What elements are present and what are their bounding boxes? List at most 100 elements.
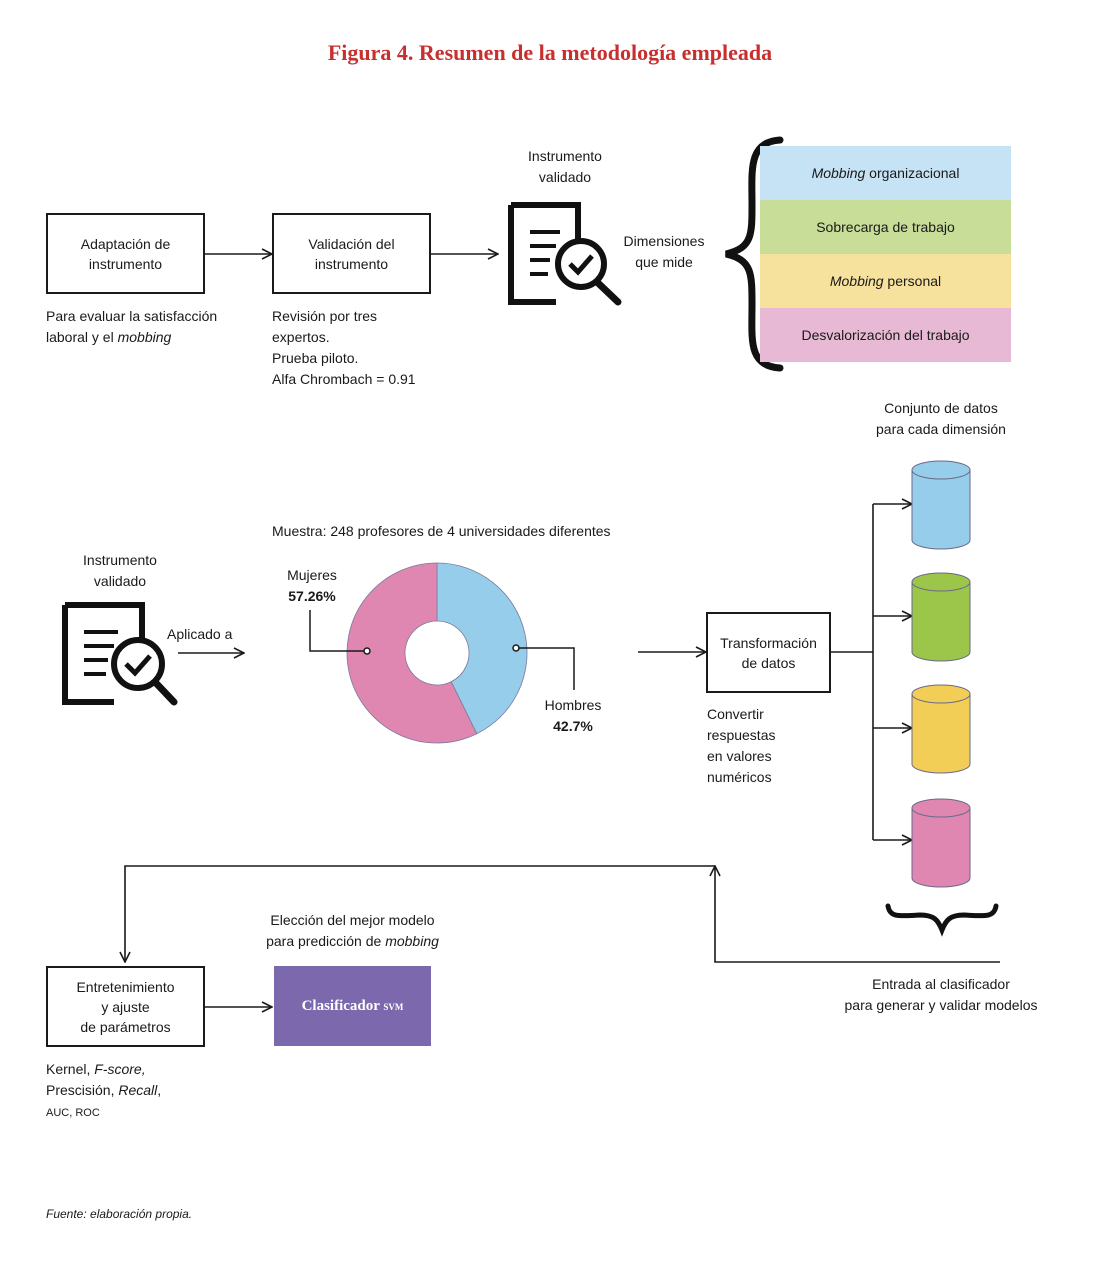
dataset-cylinder-4	[911, 798, 971, 888]
adaptation-note: Para evaluar la satisfacción laboral y e…	[46, 306, 217, 348]
validation-note-1: Revisión por tres	[272, 308, 378, 324]
women-leader-line	[309, 610, 367, 652]
classifier-input-line	[715, 866, 1000, 963]
best-model-line-1: Elección del mejor modelo	[270, 912, 435, 928]
men-label-text: Hombres	[544, 697, 602, 713]
dimension-4-text: Desvalorización del trabajo	[801, 327, 970, 343]
dimension-1-text: organizacional	[865, 165, 960, 181]
training-line-3: de parámetros	[80, 1018, 171, 1035]
transform-line-2: de datos	[741, 654, 796, 671]
women-label-text: Mujeres	[287, 567, 337, 583]
classifier-input-label: Entrada al clasificador para generar y va…	[830, 974, 1052, 1016]
training-line-2: y ajuste	[101, 998, 150, 1015]
dimensions-label: Dimensiones que mide	[618, 231, 710, 273]
training-box: Entretenimiento y ajuste de parámetros	[46, 966, 205, 1047]
training-note-precision: Prescisión,	[46, 1082, 119, 1098]
best-model-italic: mobbing	[385, 933, 439, 949]
dimensions-brace	[725, 136, 784, 372]
validation-note: Revisión por tres expertos. Prueba pilot…	[272, 306, 416, 390]
training-note-fscore: F-score,	[94, 1061, 146, 1077]
validation-line-1: Validación del	[308, 235, 395, 252]
dimension-sobrecarga: Sobrecarga de trabajo	[760, 200, 1011, 254]
sample-label: Muestra: 248 profesores de 4 universidad…	[272, 523, 611, 539]
validation-note-3: Prueba piloto.	[272, 350, 359, 366]
cylinder-body-1	[911, 469, 971, 550]
dimension-mobbing-organizacional: Mobbing organizacional	[760, 146, 1011, 200]
dataset-cylinder-1	[911, 460, 971, 550]
training-note-kernel: Kernel,	[46, 1061, 95, 1077]
women-pct: 57.26%	[288, 588, 336, 604]
donut-slice-hombres	[436, 562, 528, 735]
dimension-3-text: personal	[883, 273, 942, 289]
gender-donut-chart	[346, 562, 528, 744]
cylinder-body-3	[911, 693, 971, 774]
men-pct: 42.7%	[553, 718, 593, 734]
classifier-input-line-1: Entrada al clasificador	[872, 976, 1010, 992]
validation-note-2: expertos.	[272, 329, 330, 345]
document-search-icon	[508, 202, 622, 306]
cylinder-body-2	[911, 581, 971, 662]
cylinder-top-3	[911, 684, 971, 704]
cylinder-top-4	[911, 798, 971, 818]
dimensions-label-line-2: que mide	[635, 254, 693, 270]
classifier-input-line-2: para generar y validar modelos	[844, 997, 1038, 1013]
instrument-label-1: Instrumento validado	[505, 146, 625, 188]
dataset-label-line-2: para cada dimensión	[876, 421, 1006, 437]
adaptation-note-line-2: laboral y el	[46, 329, 118, 345]
validation-note-4: Alfa Chrombach = 0.91	[272, 371, 416, 387]
training-note-recall: Recall	[118, 1082, 158, 1098]
instrument-label-1-line-2: validado	[538, 169, 592, 185]
instrument-label-2-line-2: validado	[93, 573, 147, 589]
adaptation-line-2: instrumento	[88, 255, 163, 272]
dataset-label-line-1: Conjunto de datos	[884, 400, 998, 416]
instrument-label-1-line-1: Instrumento	[528, 148, 602, 164]
men-label: Hombres 42.7%	[530, 695, 616, 737]
dataset-cylinder-2	[911, 572, 971, 662]
transform-note-2: respuestas	[707, 727, 776, 743]
transform-note-3: en valores	[707, 748, 772, 764]
transform-note: Convertir respuestas en valores numérico…	[707, 704, 775, 788]
dataset-cylinder-3	[911, 684, 971, 774]
transform-note-4: numéricos	[707, 769, 772, 785]
men-leader-line	[516, 647, 575, 690]
transform-note-1: Convertir	[707, 706, 764, 722]
instrument-label-2-line-1: Instrumento	[83, 552, 157, 568]
loop-to-training	[125, 865, 715, 962]
dataset-cylinders	[911, 460, 971, 888]
training-note-comma: ,	[157, 1082, 162, 1098]
svm-acronym: svm	[383, 997, 404, 1013]
validation-box: Validación del instrumento	[272, 213, 431, 294]
training-note: Kernel, F-score, Prescisión, Recall, AUC…	[46, 1059, 161, 1124]
transform-box: Transformación de datos	[706, 612, 831, 693]
svm-label: Clasificador	[301, 997, 380, 1014]
dimension-mobbing-personal: Mobbing personal	[760, 254, 1011, 308]
dimensions-label-line-1: Dimensiones	[623, 233, 705, 249]
dimension-1-italic: Mobbing	[811, 165, 866, 181]
cylinder-body-4	[911, 807, 971, 888]
adaptation-box: Adaptación de instrumento	[46, 213, 205, 294]
cylinder-top-1	[911, 460, 971, 480]
dataset-label: Conjunto de datos para cada dimensión	[860, 398, 1022, 440]
adaptation-note-italic: mobbing	[117, 329, 172, 345]
dimension-3-italic: Mobbing	[829, 273, 884, 289]
figure-title: Figura 4. Resumen de la metodología empl…	[327, 40, 773, 65]
applied-label: Aplicado a	[167, 626, 233, 642]
svm-classifier-box: Clasificador svm	[274, 966, 431, 1046]
dimension-desvalorizacion: Desvalorización del trabajo	[760, 308, 1011, 362]
adaptation-line-1: Adaptación de	[80, 235, 171, 252]
best-model-label: Elección del mejor modelo para predicción…	[245, 910, 460, 952]
instrument-label-2: Instrumento validado	[60, 550, 180, 592]
source-note: Fuente: elaboración propia.	[46, 1207, 193, 1221]
training-note-auc: AUC, ROC	[46, 1107, 100, 1119]
training-line-1: Entretenimiento	[76, 978, 175, 995]
women-label: Mujeres 57.26%	[270, 565, 354, 607]
best-model-line-2: para predicción de	[266, 933, 386, 949]
document-search-icon-2	[62, 602, 178, 706]
adaptation-note-line-1: Para evaluar la satisfacción	[46, 308, 218, 324]
validation-line-2: instrumento	[314, 255, 389, 272]
transform-line-1: Transformación	[720, 634, 817, 651]
donut-slice-mujeres	[346, 562, 478, 744]
dimension-2-text: Sobrecarga de trabajo	[816, 219, 955, 235]
datasets-brace	[885, 903, 999, 937]
